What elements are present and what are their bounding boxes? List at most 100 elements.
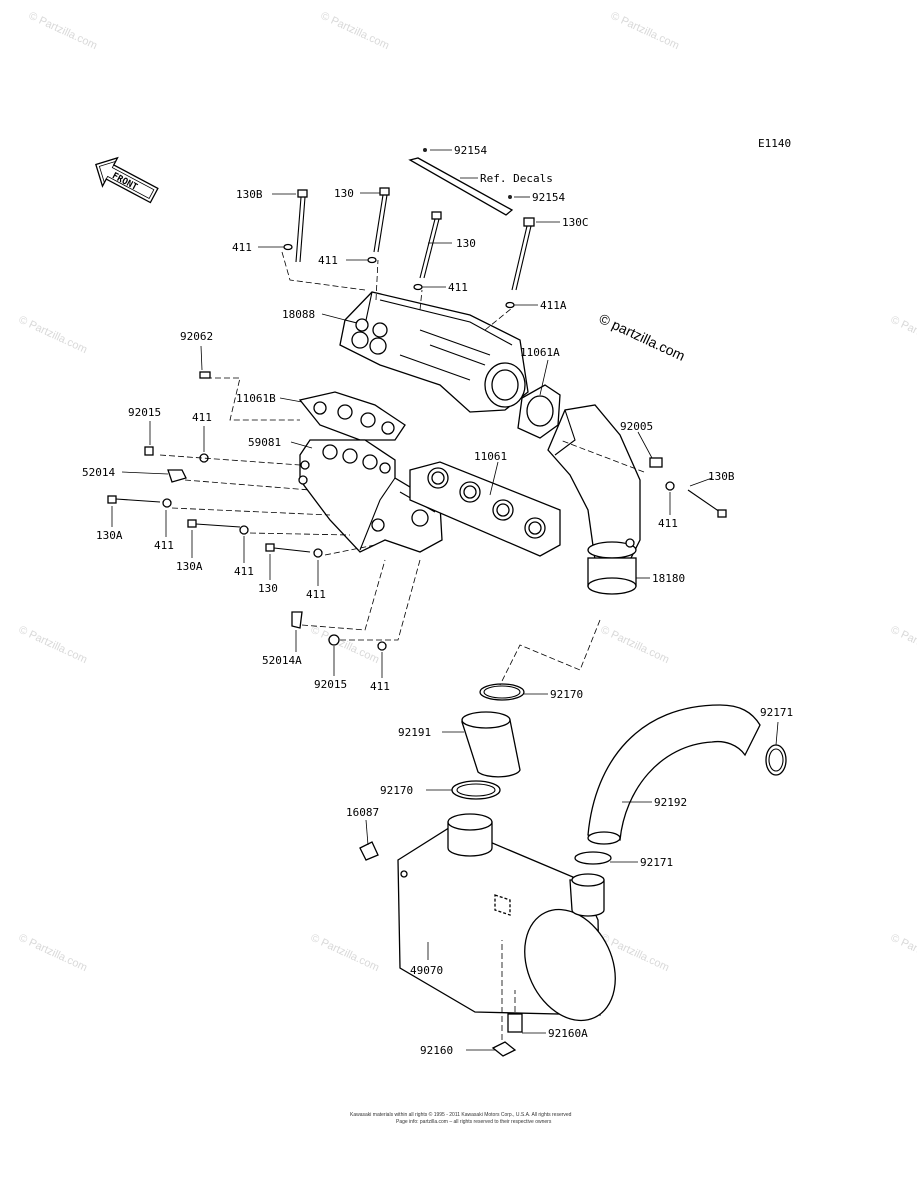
manifold-59081 bbox=[298, 439, 443, 553]
hose-92191 bbox=[461, 719, 521, 778]
label-16087: 16087 bbox=[346, 806, 379, 819]
watermark: © Partzilla.com bbox=[889, 624, 917, 666]
bolt-130B-top bbox=[295, 189, 308, 263]
label-11061: 11061 bbox=[474, 450, 507, 463]
label-130A: 130A bbox=[96, 529, 123, 542]
clamp-92171-b bbox=[574, 851, 612, 865]
watermark: © Partzilla.com bbox=[309, 932, 381, 974]
label-92154: 92154 bbox=[454, 144, 487, 157]
washer-411-f bbox=[162, 498, 172, 508]
label-52014A: 52014A bbox=[262, 654, 302, 667]
label-130C: 130C bbox=[562, 216, 589, 229]
bolt-130-b bbox=[419, 211, 442, 279]
label-52014: 52014 bbox=[82, 466, 115, 479]
label-92005: 92005 bbox=[620, 420, 653, 433]
clamp-92170-a bbox=[479, 683, 525, 701]
diagram-code: E1140 bbox=[758, 137, 791, 150]
label-92160 bbox=[491, 1041, 517, 1057]
washer-411-h bbox=[313, 548, 323, 558]
gasket-11061B bbox=[298, 391, 406, 441]
label-92015: 92015 bbox=[314, 678, 347, 691]
nut-92015-b bbox=[328, 634, 340, 646]
watermark: © Partzilla.com bbox=[889, 932, 917, 974]
label-92154: 92154 bbox=[532, 191, 565, 204]
label-411: 411 bbox=[370, 680, 390, 693]
muffler-49070 bbox=[359, 813, 616, 1057]
label-92160A: 92160A bbox=[548, 1027, 588, 1040]
label-92160A bbox=[507, 1013, 523, 1033]
label-411: 411 bbox=[658, 517, 678, 530]
label-130: 130 bbox=[258, 582, 278, 595]
bolts-top bbox=[283, 187, 535, 309]
watermark: © Partzilla.com bbox=[17, 314, 89, 356]
leader-lines bbox=[111, 149, 779, 1051]
hose-assembly bbox=[451, 683, 525, 800]
label-130: 130 bbox=[456, 237, 476, 250]
nut-92005 bbox=[649, 457, 663, 468]
watermark: © Partzilla.com bbox=[17, 932, 89, 974]
front-arrow-icon: FRONT bbox=[95, 156, 159, 204]
watermark: © Partzilla.com bbox=[319, 10, 391, 52]
tailpipe-92192 bbox=[574, 704, 787, 865]
label-92191: 92191 bbox=[398, 726, 431, 739]
nut-92015-a bbox=[144, 446, 154, 456]
small-hardware bbox=[107, 371, 727, 651]
plug-92062 bbox=[199, 371, 211, 379]
label-92171: 92171 bbox=[760, 706, 793, 719]
label-11061B: 11061B bbox=[236, 392, 276, 405]
fitting-16087 bbox=[359, 841, 379, 861]
label-411: 411 bbox=[154, 539, 174, 552]
label-49070: 49070 bbox=[410, 964, 443, 977]
label-92192: 92192 bbox=[654, 796, 687, 809]
fitting-52014A bbox=[291, 611, 303, 629]
label-130B: 130B bbox=[236, 188, 263, 201]
manifold-cover-18088 bbox=[339, 291, 529, 413]
fitting-52014 bbox=[167, 469, 187, 483]
label-92170: 92170 bbox=[550, 688, 583, 701]
label-ref-decals: Ref. Decals bbox=[480, 172, 553, 185]
label-18180: 18180 bbox=[652, 572, 685, 585]
watermark: © Partzilla.com bbox=[17, 624, 89, 666]
label-411A: 411A bbox=[540, 299, 567, 312]
ref-decal-strip bbox=[408, 148, 514, 216]
label-411: 411 bbox=[234, 565, 254, 578]
washer-411-e bbox=[665, 481, 675, 491]
gasket-11061 bbox=[409, 461, 561, 557]
label-411: 411 bbox=[306, 588, 326, 601]
label-130: 130 bbox=[334, 187, 354, 200]
footer-info: Page info: partzilla.com – all rights re… bbox=[396, 1119, 552, 1125]
washer-411-a bbox=[283, 243, 293, 251]
watermark: © Partzilla.com bbox=[599, 624, 671, 666]
label-411: 411 bbox=[192, 411, 212, 424]
label-92160: 92160 bbox=[420, 1044, 453, 1057]
watermark-main: © partzilla.com bbox=[597, 310, 688, 364]
label-130A: 130A bbox=[176, 560, 203, 573]
label-130B: 130B bbox=[708, 470, 735, 483]
washer-411A bbox=[505, 301, 515, 309]
watermark: © Partzilla.com bbox=[889, 314, 917, 356]
watermark: © Partzilla.com bbox=[309, 624, 381, 666]
label-59081: 59081 bbox=[248, 436, 281, 449]
washer-411-g bbox=[239, 525, 249, 535]
exhaust-pipe-18180 bbox=[547, 404, 641, 595]
bolt-130-a bbox=[373, 187, 390, 253]
label-92170: 92170 bbox=[380, 784, 413, 797]
label-411: 411 bbox=[318, 254, 338, 267]
watermark: © Partzilla.com bbox=[609, 10, 681, 52]
label-92171: 92171 bbox=[640, 856, 673, 869]
washer-411-b bbox=[367, 256, 377, 264]
washer-411-i bbox=[377, 641, 387, 651]
part-labels: 92154 Ref. Decals 92154 130B 130 130 130… bbox=[82, 144, 793, 1057]
watermark: © Partzilla.com bbox=[27, 10, 99, 52]
washer-411-c bbox=[413, 283, 423, 291]
label-411: 411 bbox=[448, 281, 468, 294]
label-411: 411 bbox=[232, 241, 252, 254]
footer-copyright: Kawasaki materials within all rights © 1… bbox=[350, 1111, 572, 1118]
label-18088: 18088 bbox=[282, 308, 315, 321]
label-92062: 92062 bbox=[180, 330, 213, 343]
label-11061A: 11061A bbox=[520, 346, 560, 359]
label-92015: 92015 bbox=[128, 406, 161, 419]
bolt-130C bbox=[511, 217, 535, 291]
